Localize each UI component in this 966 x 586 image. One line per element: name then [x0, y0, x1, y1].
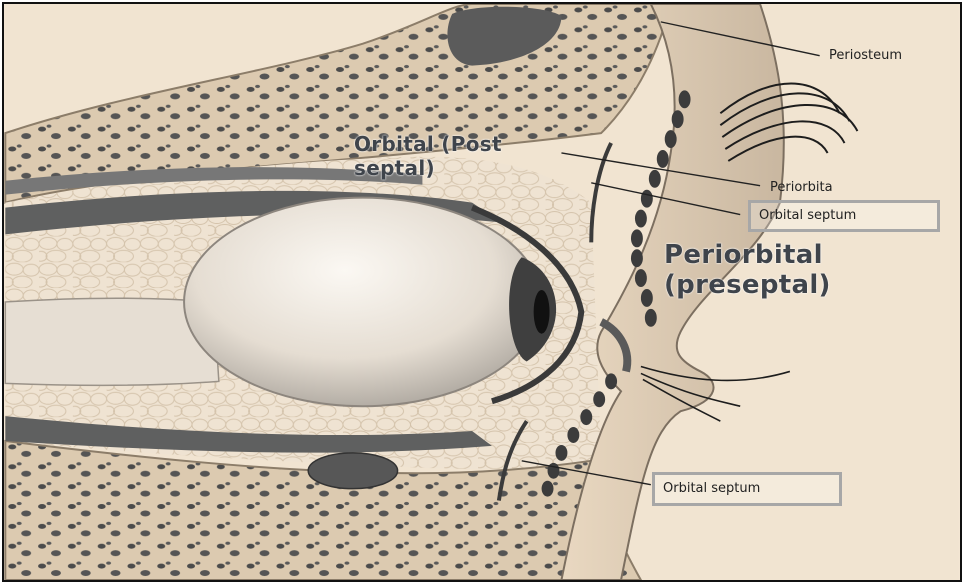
- label-orbital-post-septal-line2: septal): [354, 156, 502, 180]
- pupil: [534, 290, 550, 334]
- label-periosteum: Periosteum: [829, 48, 902, 63]
- inferior-oblique-muscle: [308, 453, 397, 489]
- eyeball: [184, 198, 542, 407]
- label-orbital-septum-upper: Orbital septum: [748, 200, 940, 232]
- label-periorbital-line2: (preseptal): [664, 270, 831, 300]
- label-orbital-septum-lower: Orbital septum: [652, 472, 842, 506]
- label-orbital-post-septal: Orbital (Post septal): [354, 132, 502, 180]
- label-orbital-post-septal-line1: Orbital (Post: [354, 132, 502, 156]
- label-periorbital-line1: Periorbital: [664, 240, 831, 270]
- label-periorbita: Periorbita: [770, 180, 833, 195]
- label-periorbital-preseptal: Periorbital (preseptal): [664, 240, 831, 300]
